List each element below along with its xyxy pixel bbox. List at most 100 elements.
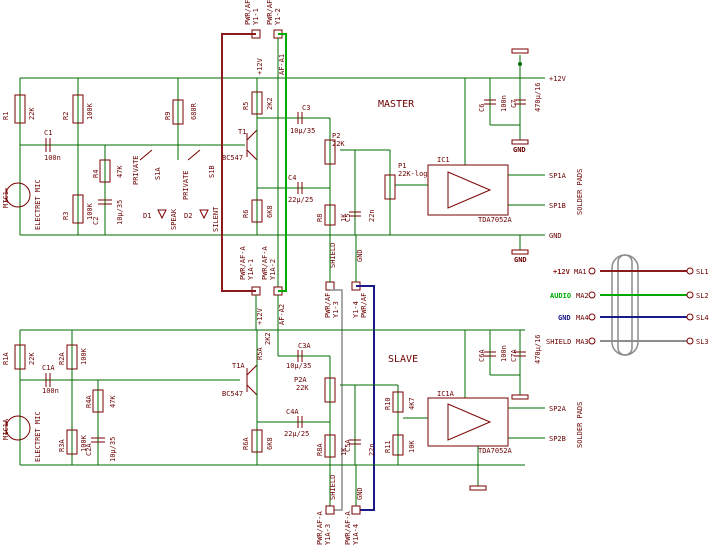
svg-text:10μ/35: 10μ/35 bbox=[109, 437, 117, 462]
pot-p2 bbox=[324, 139, 336, 165]
resistor-r6a bbox=[251, 429, 263, 453]
svg-text:SP1B: SP1B bbox=[549, 202, 566, 210]
svg-text:22μ/25: 22μ/25 bbox=[284, 430, 309, 438]
svg-text:100K: 100K bbox=[80, 347, 88, 365]
led-d2-icon bbox=[199, 209, 209, 220]
svg-text:PRIVATE: PRIVATE bbox=[182, 170, 190, 200]
svg-text:C6A: C6A bbox=[478, 349, 486, 362]
svg-text:47K: 47K bbox=[116, 165, 124, 178]
svg-text:T1A: T1A bbox=[232, 362, 245, 370]
svg-text:100K: 100K bbox=[86, 102, 94, 120]
svg-text:+12V: +12V bbox=[256, 307, 264, 325]
resistor-r8a bbox=[324, 434, 336, 458]
svg-text:22K: 22K bbox=[28, 107, 36, 120]
svg-text:TDA7052A: TDA7052A bbox=[478, 216, 513, 224]
svg-text:SL3: SL3 bbox=[696, 338, 709, 346]
svg-text:IC1A: IC1A bbox=[437, 390, 455, 398]
svg-text:D2: D2 bbox=[184, 212, 192, 220]
svg-text:R5A: R5A bbox=[256, 347, 264, 360]
svg-text:Y1A-3: Y1A-3 bbox=[324, 524, 332, 545]
svg-text:PWR/AF-A: PWR/AF-A bbox=[261, 245, 269, 280]
svg-text:680R: 680R bbox=[190, 102, 198, 120]
svg-text:MIC1A: MIC1A bbox=[2, 418, 10, 440]
svg-text:C4A: C4A bbox=[286, 408, 299, 416]
slave-label: SLAVE bbox=[388, 354, 418, 365]
resistor-r1a bbox=[14, 344, 26, 370]
svg-text:P2: P2 bbox=[332, 132, 340, 140]
resistor-r4a bbox=[92, 389, 104, 413]
svg-text:MA2: MA2 bbox=[576, 292, 589, 300]
resistor-r2a bbox=[66, 344, 78, 370]
svg-text:Y1-2: Y1-2 bbox=[274, 8, 282, 25]
svg-text:GND: GND bbox=[558, 314, 571, 322]
svg-text:100n: 100n bbox=[500, 345, 508, 362]
svg-text:R5: R5 bbox=[242, 102, 250, 110]
svg-text:PWR/AF-A: PWR/AF-A bbox=[316, 510, 324, 545]
master-gnd-text: GND bbox=[514, 256, 527, 264]
svg-text:S1B: S1B bbox=[208, 165, 216, 178]
svg-text:10K: 10K bbox=[408, 440, 416, 453]
svg-text:PWR/AF: PWR/AF bbox=[360, 293, 368, 318]
svg-text:MA4: MA4 bbox=[576, 314, 589, 322]
cable-row-3: GND MA4 SL4 bbox=[558, 313, 709, 322]
svg-text:SL1: SL1 bbox=[696, 268, 709, 276]
svg-text:SP2A: SP2A bbox=[549, 405, 567, 413]
svg-text:SOLDER PADS: SOLDER PADS bbox=[576, 169, 584, 215]
svg-text:SOLDER PADS: SOLDER PADS bbox=[576, 402, 584, 448]
svg-text:T1: T1 bbox=[238, 128, 246, 136]
svg-text:Y1A-4: Y1A-4 bbox=[352, 524, 360, 545]
svg-text:SHIELD: SHIELD bbox=[546, 338, 571, 346]
svg-text:10μ/35: 10μ/35 bbox=[116, 200, 124, 225]
svg-text:C5A: C5A bbox=[344, 439, 352, 452]
svg-text:C1A: C1A bbox=[42, 364, 55, 372]
master-section: MASTER +12V GND GND R1 22K MIC1 ELECTRET… bbox=[2, 0, 584, 318]
svg-text:R10: R10 bbox=[384, 397, 392, 410]
svg-text:47K: 47K bbox=[109, 395, 117, 408]
svg-text:1K: 1K bbox=[340, 213, 348, 222]
svg-text:R4: R4 bbox=[92, 170, 100, 178]
resistor-r5 bbox=[251, 91, 263, 115]
svg-text:BC547: BC547 bbox=[222, 390, 243, 398]
svg-text:Y1-3: Y1-3 bbox=[332, 301, 340, 318]
resistor-r2 bbox=[72, 94, 84, 124]
resistor-r9 bbox=[172, 99, 184, 125]
svg-text:100n: 100n bbox=[42, 387, 59, 395]
svg-text:PWR/AF: PWR/AF bbox=[244, 0, 252, 25]
svg-text:PWR/AF-A: PWR/AF-A bbox=[344, 510, 352, 545]
svg-text:2K2: 2K2 bbox=[264, 332, 272, 345]
svg-text:2K2: 2K2 bbox=[266, 97, 274, 110]
svg-text:C1: C1 bbox=[44, 129, 52, 137]
resistor-r4 bbox=[99, 159, 111, 183]
svg-text:MA1: MA1 bbox=[574, 268, 587, 276]
pot-p1 bbox=[384, 174, 396, 200]
svg-text:100K: 100K bbox=[86, 202, 94, 220]
svg-text:AF-A1: AF-A1 bbox=[278, 54, 286, 75]
interboard-wiring bbox=[221, 33, 375, 511]
resistor-r10 bbox=[392, 391, 404, 413]
svg-text:22K: 22K bbox=[28, 352, 36, 365]
master-12v-label: +12V bbox=[549, 75, 567, 83]
svg-text:R1A: R1A bbox=[2, 352, 10, 365]
svg-text:Y1A-1: Y1A-1 bbox=[247, 259, 255, 280]
svg-text:470μ/16: 470μ/16 bbox=[534, 334, 542, 364]
cable-row-1: +12V MA1 SL1 bbox=[553, 267, 709, 276]
svg-text:100n: 100n bbox=[500, 95, 508, 112]
svg-text:PWR/AF: PWR/AF bbox=[266, 0, 274, 25]
svg-text:P1: P1 bbox=[398, 162, 406, 170]
svg-text:ELECTRET MIC: ELECTRET MIC bbox=[34, 179, 42, 230]
svg-text:SP1A: SP1A bbox=[549, 172, 567, 180]
svg-text:SL2: SL2 bbox=[696, 292, 709, 300]
amplifier-triangle-a-icon bbox=[447, 403, 492, 441]
svg-text:C7A: C7A bbox=[510, 349, 518, 362]
svg-text:R3A: R3A bbox=[58, 439, 66, 452]
svg-text:22K: 22K bbox=[296, 384, 309, 392]
cable-legend: +12V MA1 SL1 AUDIO MA2 SL2 GND MA4 SL4 S… bbox=[546, 254, 709, 356]
svg-text:R8: R8 bbox=[316, 214, 324, 222]
svg-text:C4: C4 bbox=[288, 174, 296, 182]
resistor-r1 bbox=[14, 94, 26, 124]
svg-text:SHIELD: SHIELD bbox=[329, 243, 337, 268]
svg-text:R6: R6 bbox=[242, 210, 250, 218]
svg-text:10μ/35: 10μ/35 bbox=[286, 362, 311, 370]
svg-text:AUDIO: AUDIO bbox=[550, 292, 571, 300]
resistor-r6 bbox=[251, 199, 263, 223]
